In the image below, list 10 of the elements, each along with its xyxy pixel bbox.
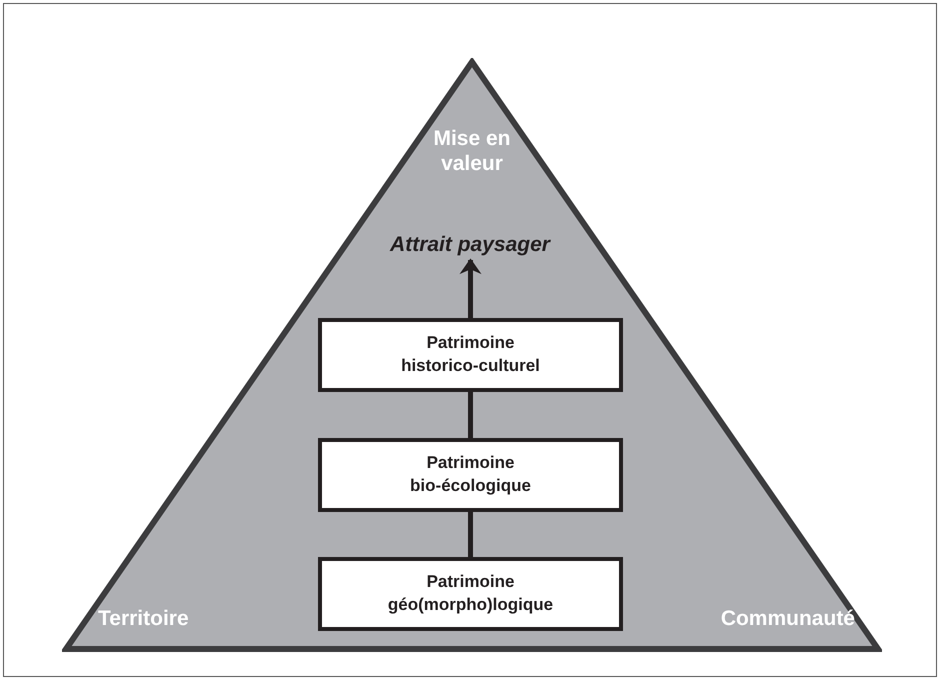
corner-label: Territoire	[98, 606, 190, 632]
goal-label: Attrait paysager	[390, 233, 550, 257]
connector-line	[468, 512, 473, 557]
arrow	[460, 258, 482, 318]
heritage-box: Patrimoine géo(morpho)logique	[318, 557, 623, 631]
heritage-box: Patrimoine historico-culturel	[318, 318, 623, 392]
apex-label: Mise en valeur	[432, 126, 512, 176]
corner-label: Communauté	[720, 606, 855, 632]
heritage-box: Patrimoine bio-écologique	[318, 438, 623, 512]
connector-line	[468, 392, 473, 438]
